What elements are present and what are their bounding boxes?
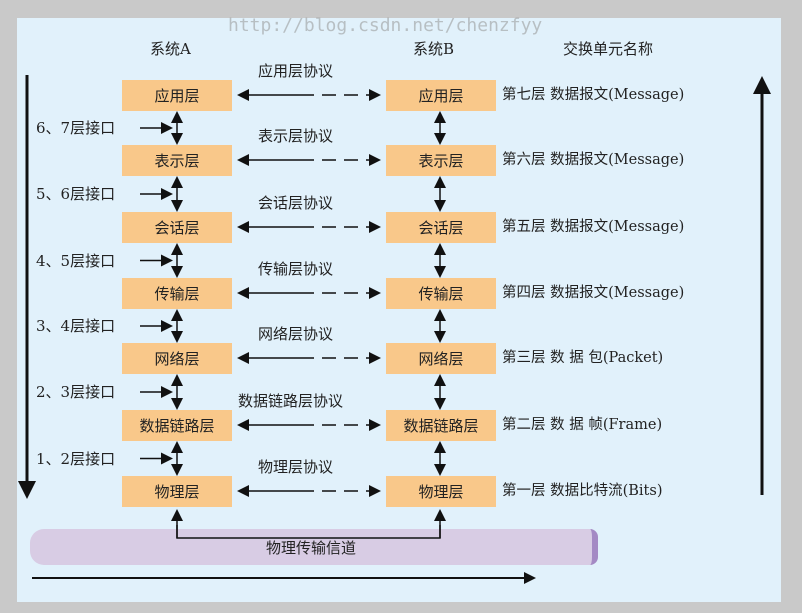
unit-label: 第二层 数 据 帧(Frame) bbox=[502, 417, 663, 433]
channel-label: 物理传输信道 bbox=[265, 538, 356, 557]
protocol-label: 网络层协议 bbox=[258, 325, 334, 343]
interface-label: 3、4层接口 bbox=[36, 317, 116, 335]
interface-label: 1、2层接口 bbox=[36, 449, 116, 468]
unit-name-header: 交换单元名称 bbox=[563, 40, 654, 58]
system-b-layer: 传输层 bbox=[386, 278, 496, 309]
watermark: http://blog.csdn.net/chenzfyy bbox=[228, 15, 543, 36]
unit-label: 第三层 数 据 包(Packet) bbox=[502, 350, 664, 366]
system-b-header: 系统B bbox=[413, 40, 455, 58]
layer-label: 会话层 bbox=[154, 219, 200, 237]
system-b-layer: 表示层 bbox=[386, 145, 496, 176]
unit-label: 第四层 数据报文(Message) bbox=[502, 285, 685, 301]
layer-label: 数据链路层 bbox=[139, 417, 215, 435]
unit-label: 第六层 数据报文(Message) bbox=[502, 152, 685, 168]
system-a-layer: 应用层 bbox=[122, 80, 232, 111]
interface-label: 2、3层接口 bbox=[36, 383, 116, 401]
protocol-label: 传输层协议 bbox=[258, 260, 334, 278]
system-a-layer: 网络层 bbox=[122, 343, 232, 374]
unit-label: 第一层 数据比特流(Bits) bbox=[502, 483, 663, 499]
protocol-label: 会话层协议 bbox=[258, 194, 334, 212]
system-a-layer: 传输层 bbox=[122, 278, 232, 309]
layer-label: 物理层 bbox=[418, 483, 464, 501]
layer-label: 应用层 bbox=[154, 87, 200, 105]
protocol-label: 数据链路层协议 bbox=[238, 392, 344, 410]
interface-label: 4、5层接口 bbox=[36, 251, 116, 270]
system-a-header: 系统A bbox=[150, 40, 191, 58]
protocol-label: 应用层协议 bbox=[258, 62, 334, 80]
system-b-layer: 应用层 bbox=[386, 80, 496, 111]
interface-label: 5、6层接口 bbox=[36, 185, 116, 203]
system-b-layer: 物理层 bbox=[386, 476, 496, 507]
unit-label: 第七层 数据报文(Message) bbox=[502, 87, 685, 103]
system-b-layer: 会话层 bbox=[386, 212, 496, 243]
protocol-label: 表示层协议 bbox=[258, 127, 334, 145]
layer-label: 网络层 bbox=[154, 350, 200, 368]
system-b-layer: 网络层 bbox=[386, 343, 496, 374]
protocol-label: 物理层协议 bbox=[258, 458, 334, 476]
system-a-layer: 物理层 bbox=[122, 476, 232, 507]
layer-label: 网络层 bbox=[418, 350, 464, 368]
layer-label: 表示层 bbox=[154, 152, 200, 170]
channel-link bbox=[176, 525, 441, 539]
physical-channel: 物理传输信道 bbox=[30, 529, 598, 565]
unit-label: 第五层 数据报文(Message) bbox=[502, 219, 685, 235]
layer-label: 会话层 bbox=[418, 219, 464, 237]
layer-label: 传输层 bbox=[418, 285, 464, 303]
system-a-layer: 数据链路层 bbox=[122, 410, 232, 441]
system-a-layer: 表示层 bbox=[122, 145, 232, 176]
layer-label: 表示层 bbox=[418, 152, 464, 170]
layer-label: 传输层 bbox=[154, 285, 200, 303]
interface-label: 6、7层接口 bbox=[36, 119, 116, 137]
layer-label: 应用层 bbox=[418, 87, 464, 105]
layer-label: 数据链路层 bbox=[403, 417, 479, 435]
system-b-layer: 数据链路层 bbox=[386, 410, 496, 441]
system-a-layer: 会话层 bbox=[122, 212, 232, 243]
layer-label: 物理层 bbox=[154, 483, 200, 501]
